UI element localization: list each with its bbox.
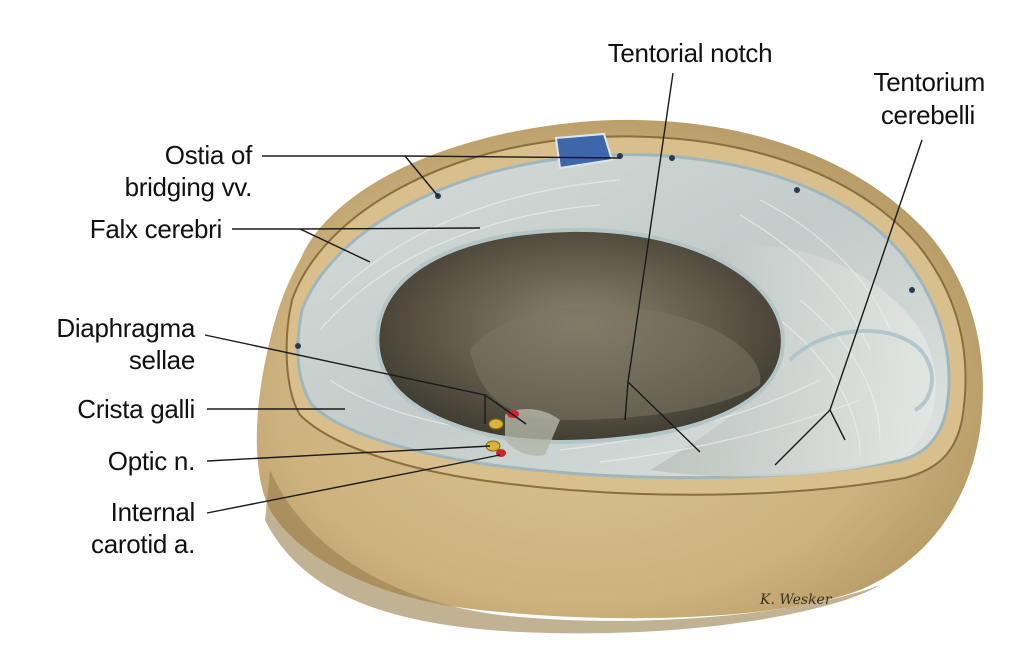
label-carotid-line1: Internal xyxy=(111,497,195,527)
label-tentorial-notch: Tentorial notch xyxy=(608,38,773,68)
sella-region xyxy=(505,408,560,456)
label-ostia-line1: Ostia of xyxy=(165,140,253,170)
label-ostia-line2: bridging vv. xyxy=(125,172,252,202)
optic-nerves xyxy=(485,418,504,452)
label-crista-galli: Crista galli xyxy=(77,394,195,424)
tentorium-region xyxy=(650,244,936,477)
label-tentorium-line2: cerebelli xyxy=(881,100,975,130)
leader-lines xyxy=(204,72,923,514)
label-diaphragma-line2: sellae xyxy=(129,345,195,375)
label-tentorium-line1: Tentorium xyxy=(874,67,985,97)
tentorial-notch-ridge xyxy=(470,306,761,420)
label-diaphragma-line1: Diaphragma xyxy=(56,313,195,343)
transverse-sinus xyxy=(788,328,934,412)
label-optic-nerve: Optic n. xyxy=(108,446,195,476)
label-falx-cerebri: Falx cerebri xyxy=(90,214,222,244)
label-carotid-line2: carotid a. xyxy=(91,529,195,559)
artist-signature: K. Wesker xyxy=(759,592,833,608)
